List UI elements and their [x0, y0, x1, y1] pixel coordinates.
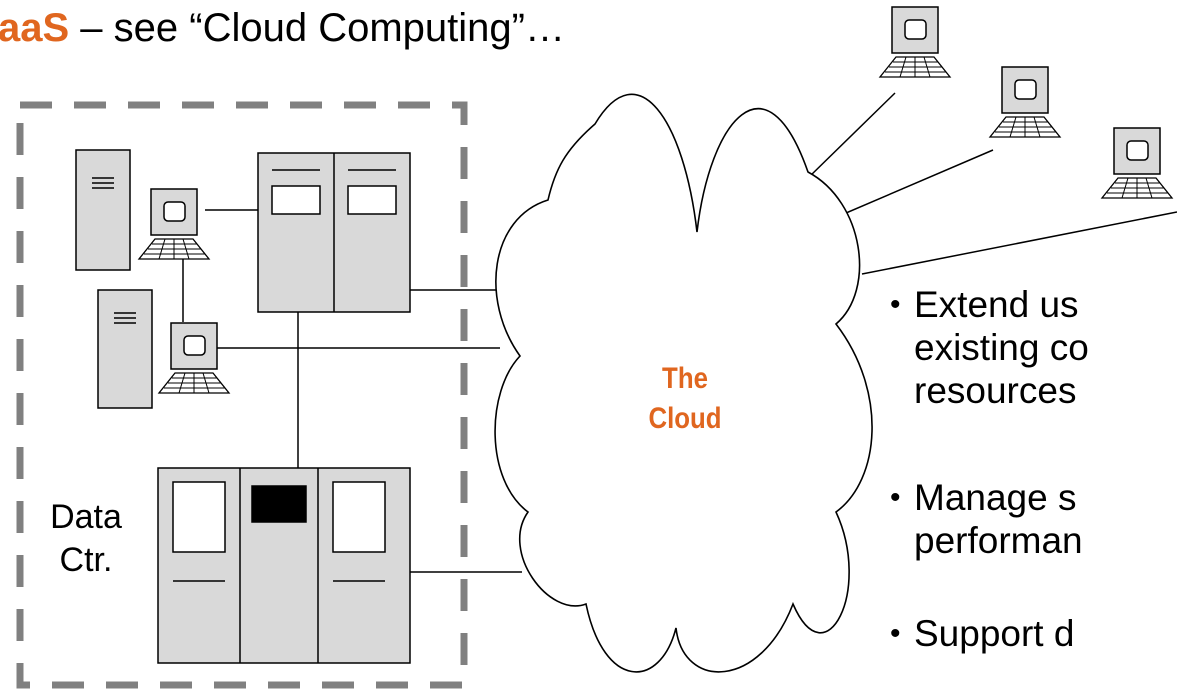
remote-computer-3 — [1101, 127, 1173, 199]
tower-server-1 — [75, 149, 131, 271]
title-acronym: aaS — [0, 6, 70, 50]
slide-title: aaS – see “Cloud Computing”… — [0, 4, 565, 52]
bullet-line: Manage s — [914, 477, 1077, 518]
workstation-1 — [138, 188, 210, 260]
workstation-2 — [158, 322, 230, 394]
bullet-line: Extend us — [914, 284, 1079, 325]
data-center-label-line1: Data — [50, 498, 122, 536]
cloud-shape — [494, 93, 873, 673]
data-center-label-line2: Ctr. — [59, 541, 113, 579]
cloud-label-line1: The — [662, 362, 708, 395]
data-center-boundary — [16, 101, 468, 689]
bullet-item: • Extend us existing co resources — [890, 283, 1089, 412]
bullet-line: resources — [914, 370, 1077, 411]
bullet-dot-icon: • — [890, 481, 901, 514]
bullet-dot-icon: • — [890, 288, 901, 321]
remote-computer-1 — [879, 6, 951, 78]
title-text: – see “Cloud Computing”… — [69, 6, 565, 50]
mainframe-lower — [157, 467, 411, 664]
server-cabinet-upper — [257, 152, 411, 313]
cloud-label-line2: Cloud — [648, 402, 722, 435]
remote-computer-2 — [989, 66, 1061, 138]
bullet-dot-icon: • — [890, 617, 901, 650]
cloud-label: The Cloud — [612, 359, 758, 439]
bullet-item: • Support d — [890, 612, 1075, 655]
bullet-item: • Manage s performan — [890, 476, 1083, 562]
data-center-label: Data Ctr. — [38, 496, 134, 582]
bullet-line: existing co — [914, 327, 1089, 368]
bullet-line: Support d — [914, 613, 1075, 654]
tower-server-2 — [97, 289, 153, 409]
bullet-line: performan — [914, 520, 1083, 561]
